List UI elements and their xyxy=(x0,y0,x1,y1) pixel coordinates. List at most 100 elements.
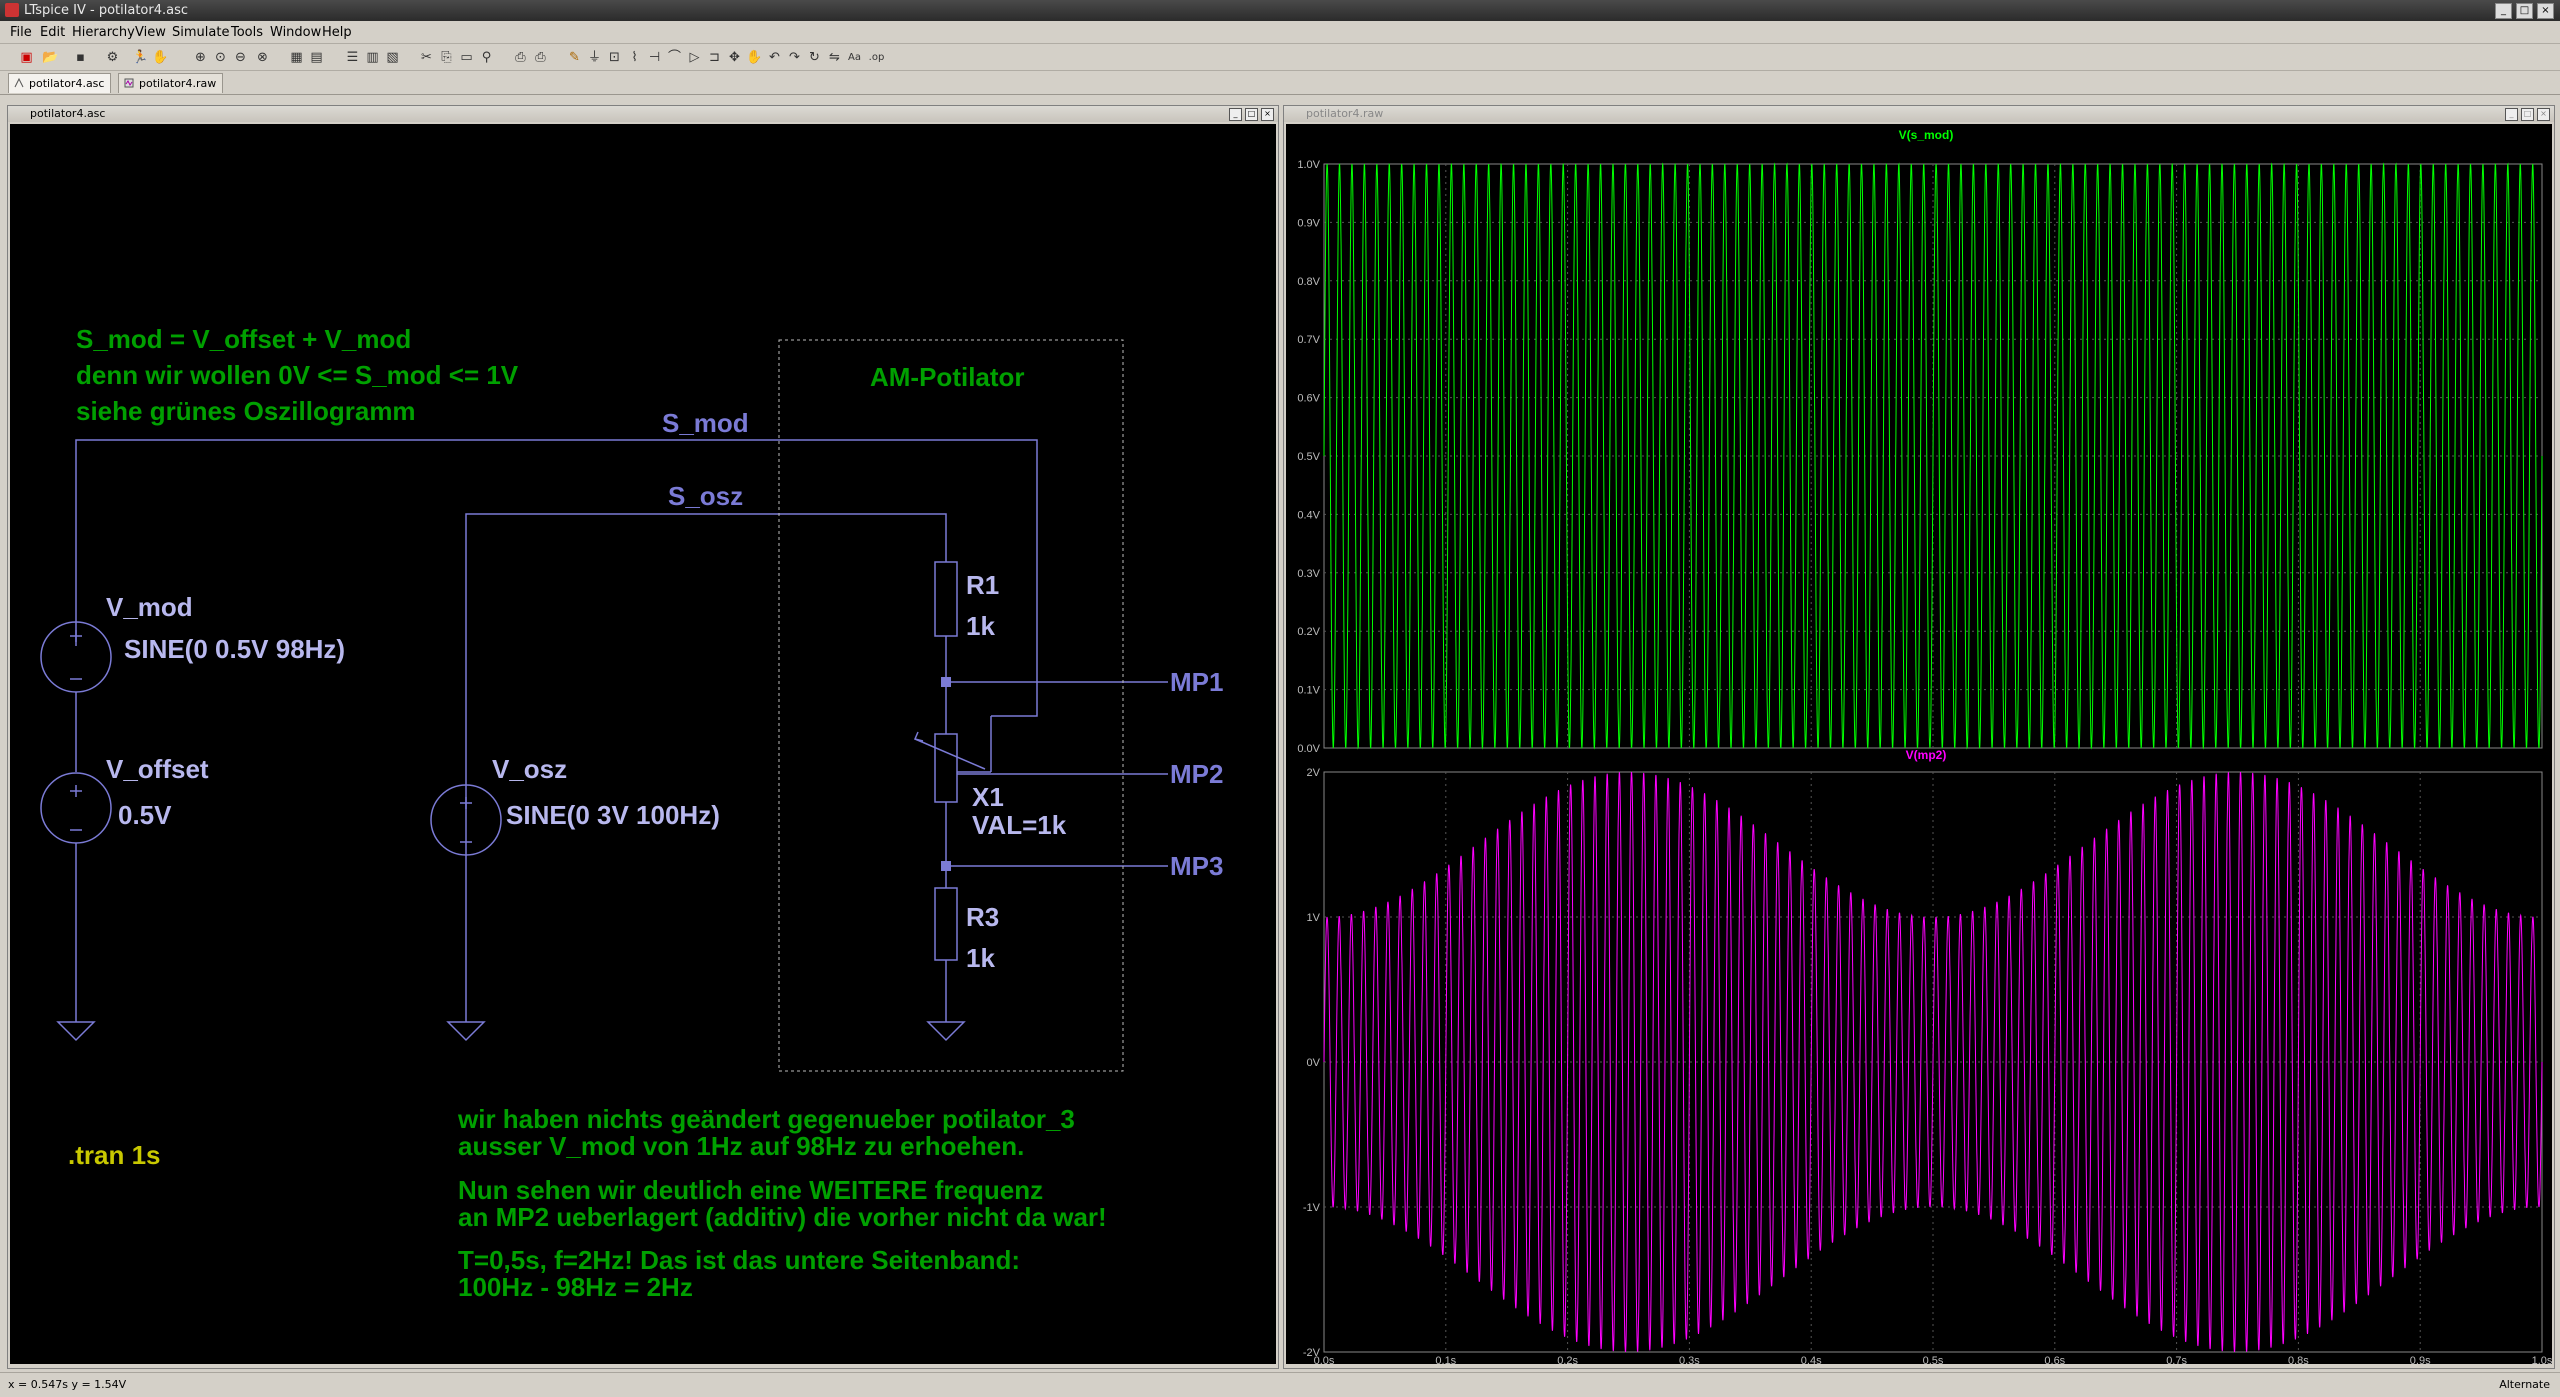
junction-dot xyxy=(941,861,951,871)
autorange-icon[interactable]: ▦ xyxy=(290,50,303,65)
zoom-out-icon[interactable]: ⊖ xyxy=(235,50,246,65)
subcircuit-box xyxy=(778,339,1124,1072)
paste-icon[interactable]: ▭ xyxy=(460,50,473,65)
vosz-value[interactable]: SINE(0 3V 100Hz) xyxy=(506,800,720,830)
net-label-mp3[interactable]: MP3 xyxy=(1170,851,1223,881)
spice-directive-icon[interactable]: .op xyxy=(868,52,885,63)
subcircuit-label: AM-Potilator xyxy=(870,362,1025,392)
comment-line: wir haben nichts geändert gegenueber pot… xyxy=(457,1104,1075,1134)
tile-horizontal-icon[interactable]: ☰ xyxy=(346,50,359,65)
voffset-name[interactable]: V_offset xyxy=(106,754,209,784)
tab-schematic[interactable]: potilator4.asc xyxy=(8,73,112,93)
r1-name[interactable]: R1 xyxy=(966,570,999,600)
menu-view[interactable]: View xyxy=(135,25,166,40)
find-icon[interactable]: ⚲ xyxy=(481,50,492,65)
x-tick-label: 0.0s xyxy=(1314,1355,1335,1364)
menu-help[interactable]: Help xyxy=(322,25,352,40)
trace-label-mp2[interactable]: V(mp2) xyxy=(1906,748,1947,762)
minimize-button[interactable]: _ xyxy=(2495,3,2512,19)
undo-icon[interactable]: ↶ xyxy=(769,50,780,65)
net-label-sosz[interactable]: S_osz xyxy=(668,481,743,511)
waveform-close-button[interactable]: × xyxy=(2537,108,2550,121)
menu-window[interactable]: Window xyxy=(270,25,322,40)
y-tick-label: 0.3V xyxy=(1297,568,1320,580)
pan-icon[interactable]: ⊙ xyxy=(215,50,226,65)
y-tick-label: 0.0V xyxy=(1297,743,1320,755)
r3-value[interactable]: 1k xyxy=(966,943,995,973)
waveform-restore-button[interactable]: □ xyxy=(2521,108,2534,121)
print-preview-icon[interactable]: ⎙ xyxy=(515,50,526,65)
schematic-canvas[interactable]: S_mod = V_offset + V_mod denn wir wollen… xyxy=(10,124,1276,1364)
mirror-icon[interactable]: ⇋ xyxy=(829,50,840,65)
comment-line: an MP2 ueberlagert (additiv) die vorher … xyxy=(458,1202,1107,1232)
diode-icon[interactable]: ▷ xyxy=(689,50,700,65)
halt-icon[interactable]: ✋ xyxy=(152,50,169,65)
trace-mp2[interactable] xyxy=(1323,771,2543,1353)
voffset-value[interactable]: 0.5V xyxy=(118,800,172,830)
cascade-icon[interactable]: ▤ xyxy=(310,50,323,65)
net-label-smod[interactable]: S_mod xyxy=(662,408,749,438)
component-icon[interactable]: ⊐ xyxy=(709,50,720,65)
close-windows-icon[interactable]: ▧ xyxy=(386,50,399,65)
trace-label-smod[interactable]: V(s_mod) xyxy=(1899,128,1954,142)
copy-icon[interactable]: ⎘ xyxy=(441,50,452,65)
label-net-icon[interactable]: ⊡ xyxy=(609,50,620,65)
vmod-value[interactable]: SINE(0 0.5V 98Hz) xyxy=(124,634,345,664)
net-label-mp1[interactable]: MP1 xyxy=(1170,667,1223,697)
close-button[interactable]: × xyxy=(2537,3,2554,19)
schematic-close-button[interactable]: × xyxy=(1261,108,1274,121)
menu-edit[interactable]: Edit xyxy=(40,25,66,40)
tab-waveform-label: potilator4.raw xyxy=(139,77,217,90)
y-tick-label: 0.8V xyxy=(1297,276,1320,288)
drag-icon[interactable]: ✋ xyxy=(746,50,763,65)
vosz-name[interactable]: V_osz xyxy=(492,754,567,784)
menu-tools[interactable]: Tools xyxy=(231,25,264,40)
rotate-icon[interactable]: ↻ xyxy=(809,50,820,65)
capacitor-icon[interactable]: ⊣ xyxy=(648,50,661,65)
menu-file[interactable]: File xyxy=(10,25,32,40)
tile-vertical-icon[interactable]: ▥ xyxy=(366,50,379,65)
tran-directive[interactable]: .tran 1s xyxy=(68,1140,161,1170)
save-icon[interactable]: ▪ xyxy=(76,50,85,65)
tab-waveform[interactable]: potilator4.raw xyxy=(118,73,224,93)
menu-hierarchy[interactable]: Hierarchy xyxy=(72,25,135,40)
maximize-button[interactable]: □ xyxy=(2516,3,2533,19)
comment-line: ausser V_mod von 1Hz auf 98Hz zu erhoehe… xyxy=(458,1131,1024,1161)
waveform-minimize-button[interactable]: _ xyxy=(2505,108,2518,121)
comment-line: siehe grünes Oszillogramm xyxy=(76,396,416,426)
control-panel-icon[interactable]: ⚙ xyxy=(106,50,119,65)
x1-value[interactable]: VAL=1k xyxy=(972,810,1067,840)
move-icon[interactable]: ✥ xyxy=(729,50,740,65)
redo-icon[interactable]: ↷ xyxy=(789,50,800,65)
text-icon[interactable]: Aa xyxy=(848,52,861,63)
x1-name[interactable]: X1 xyxy=(972,782,1004,812)
ground-icon[interactable]: ⏚ xyxy=(587,50,601,65)
schematic-minimize-button[interactable]: _ xyxy=(1229,108,1242,121)
net-label-mp2[interactable]: MP2 xyxy=(1170,759,1223,789)
comment-line: denn wir wollen 0V <= S_mod <= 1V xyxy=(76,360,519,390)
status-bar: x = 0.547s y = 1.54V Alternate xyxy=(0,1372,2560,1397)
comment-line: S_mod = V_offset + V_mod xyxy=(76,324,411,354)
x-tick-label: 0.7s xyxy=(2166,1355,2187,1364)
schematic-restore-button[interactable]: □ xyxy=(1245,108,1258,121)
r1-value[interactable]: 1k xyxy=(966,611,995,641)
waveform-canvas[interactable]: V(s_mod) V(mp2) 1.0V0.9V0.8V0.7V0.6V0.5V… xyxy=(1286,124,2552,1364)
y-tick-label: 0.6V xyxy=(1297,393,1320,405)
menu-simulate[interactable]: Simulate xyxy=(172,25,230,40)
open-icon[interactable]: 📂 xyxy=(42,50,59,65)
y-tick-label: 0.9V xyxy=(1297,217,1320,229)
inductor-icon[interactable]: ⌒ xyxy=(667,50,681,65)
waveform-window-titlebar: potilator4.raw _ □ × xyxy=(1284,106,2554,122)
draw-wire-icon[interactable]: ✎ xyxy=(569,50,580,65)
print-icon[interactable]: ⎙ xyxy=(535,50,546,65)
vmod-name[interactable]: V_mod xyxy=(106,592,193,622)
x-tick-label: 0.8s xyxy=(2288,1355,2309,1364)
new-schematic-icon[interactable]: ▣ xyxy=(20,50,33,65)
zoom-in-icon[interactable]: ⊕ xyxy=(195,50,206,65)
r3-name[interactable]: R3 xyxy=(966,902,999,932)
trace-smod[interactable] xyxy=(1323,162,2543,750)
zoom-fit-icon[interactable]: ⊗ xyxy=(257,50,268,65)
resistor-icon[interactable]: ⌇ xyxy=(631,50,638,65)
cut-icon[interactable]: ✂ xyxy=(421,50,432,65)
run-icon[interactable]: 🏃 xyxy=(132,50,149,65)
